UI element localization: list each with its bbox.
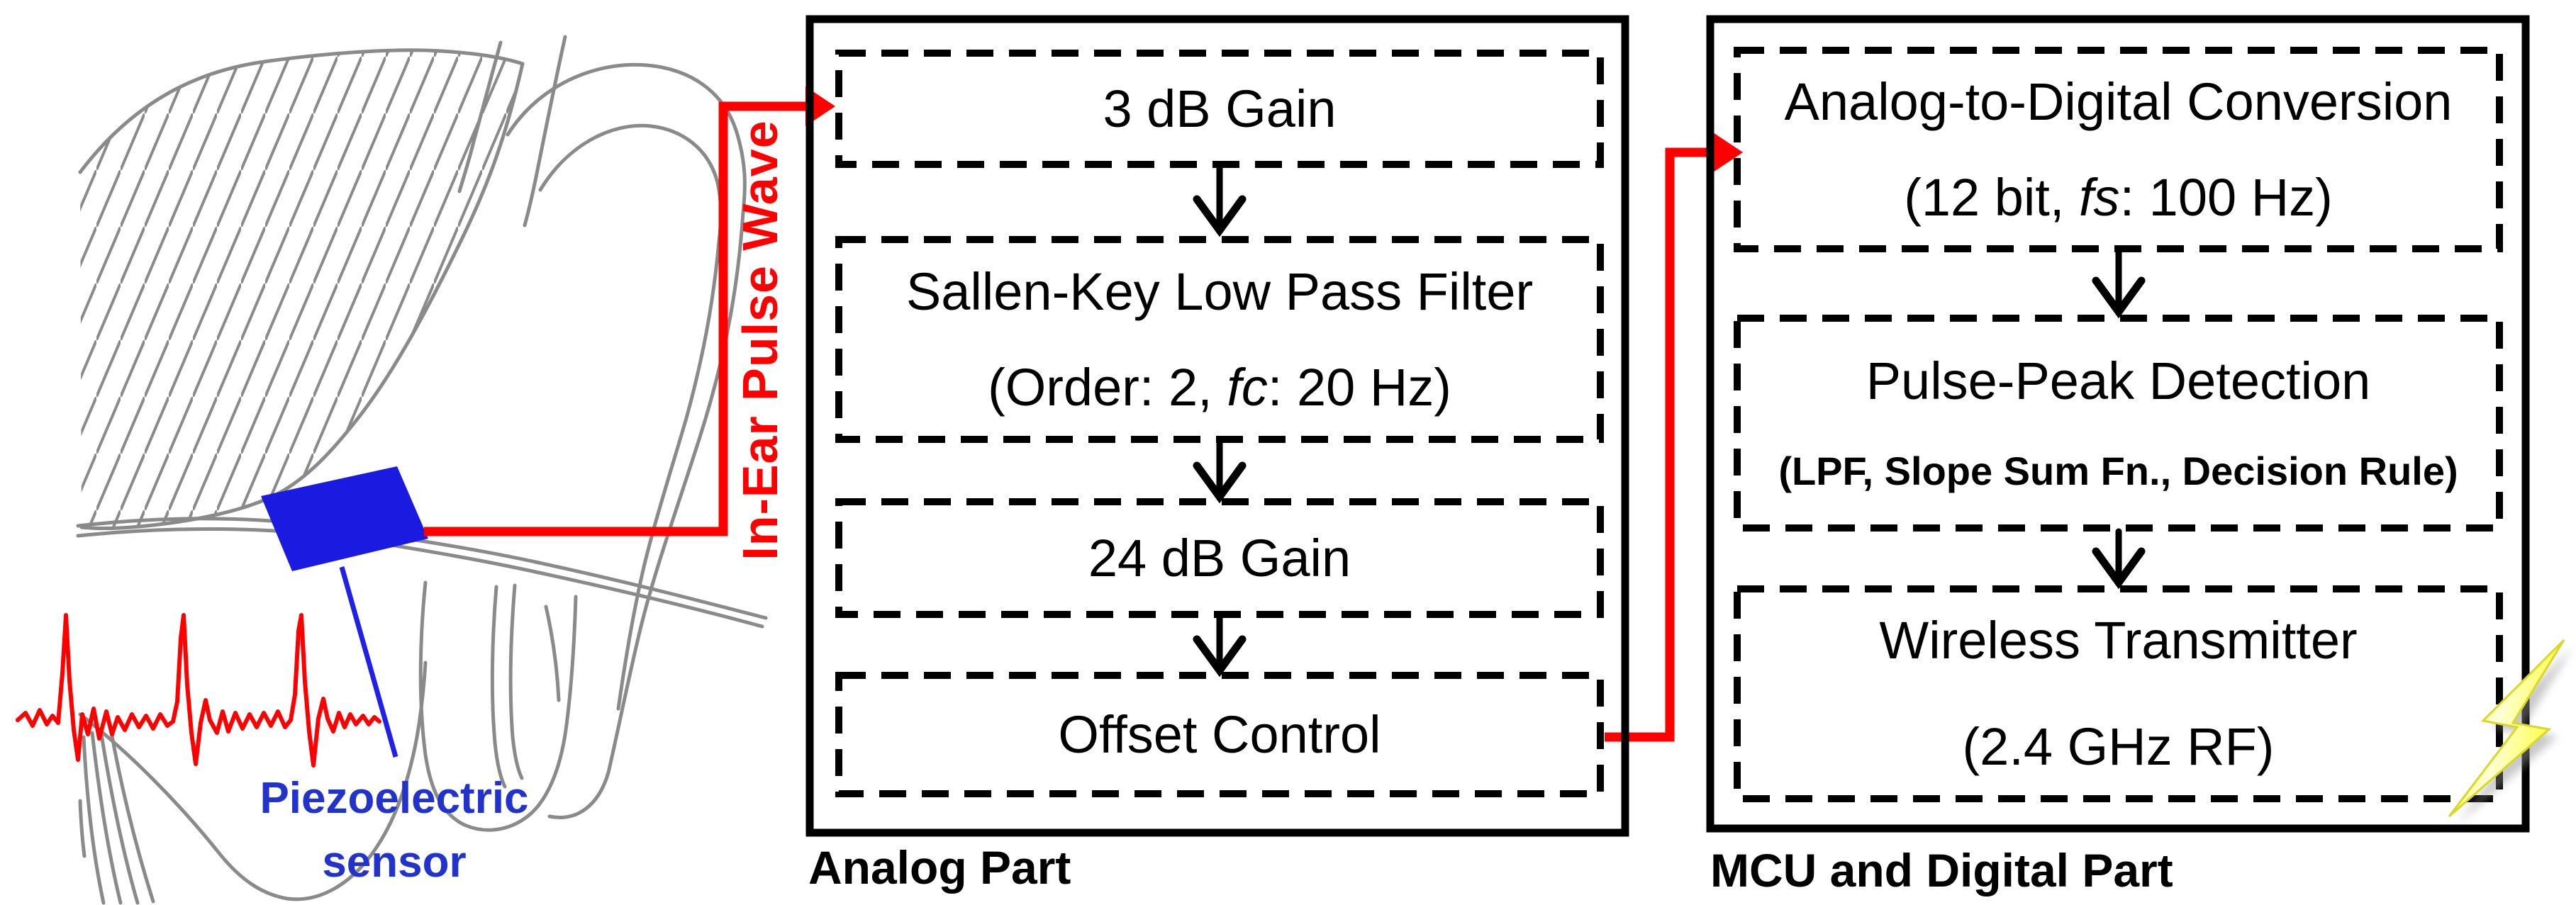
box-sublabel: (LPF, Slope Sum Fn., Decision Rule) [1778,448,2458,493]
mcu-box-wireless-transmitter: Wireless Transmitter (2.4 GHz RF) [1734,585,2503,802]
mcu-flow-arrows [2092,249,2146,590]
offset-box-outline [835,672,1604,797]
skull-hatch-region [80,50,523,529]
lightning-bolt-icon [2448,639,2572,824]
analog-box-sallen-key-lpf: Sallen-Key Low Pass Filter (Order: 2, fc… [835,236,1604,443]
piezoelectric-sensor-label: Piezoelectric sensor [260,767,528,894]
box-label: Offset Control [1058,705,1381,764]
peak-box-outline [1734,315,2503,532]
sub-post: : 20 Hz) [1267,358,1451,417]
connector-arrowhead-mcu [1713,133,1743,172]
piezo-label-line1: Piezoelectric [260,774,529,823]
mcu-box-outlines [1734,47,2503,802]
analog-box-24db-gain: 24 dB Gain [835,498,1604,618]
mcu-part-label: MCU and Digital Part [1710,844,2173,896]
box-label: 3 dB Gain [1103,79,1337,138]
piezo-sensor-shape [261,466,428,571]
sub-pre: (Order: 2, [988,358,1227,417]
adc-box-outline [1734,47,2503,252]
box-label: 24 dB Gain [1088,529,1351,588]
sub-italic: fc [1227,358,1268,417]
analog-box-3db-gain: 3 dB Gain [835,50,1604,168]
box-label: Wireless Transmitter [1879,611,2358,670]
sub-italic: fs [2079,168,2120,227]
sub-post: : 100 Hz) [2119,168,2333,227]
ear-cross-section-sketch [76,35,768,905]
in-ear-pulse-wave-label: In-Ear Pulse Wave [732,120,788,561]
gain24-box-outline [835,498,1604,618]
box-label: Sallen-Key Low Pass Filter [905,262,1534,321]
box-label: Pulse-Peak Detection [1866,351,2371,410]
gain3-box-outline [835,50,1604,168]
mcu-box-pulse-peak-detection: Pulse-Peak Detection (LPF, Slope Sum Fn.… [1734,315,2503,532]
box-sublabel: (Order: 2, fc: 20 Hz) [988,339,1451,435]
pulse-waveform [16,613,381,768]
analog-panel-outline [805,15,1629,837]
analog-box-offset-control: Offset Control [835,672,1604,797]
connector-sensor-to-analog [424,101,808,536]
box-label: Analog-to-Digital Conversion [1784,72,2453,131]
sensor-pointer-line [339,566,398,758]
connector-analog-to-mcu [1605,147,1716,742]
lpf-box-outline [835,236,1604,443]
analog-box-outlines [835,50,1604,797]
piezo-label-line2: sensor [322,838,467,887]
wireless-box-outline [1734,585,2503,802]
sub-pre: (12 bit, [1904,168,2079,227]
mcu-panel-outline [1706,15,2530,833]
box-sublabel: (12 bit, fs: 100 Hz) [1904,150,2333,245]
box-sublabel: (2.4 GHz RF) [1962,717,2275,776]
analog-flow-arrows [1193,164,1247,678]
analog-part-label: Analog Part [808,841,1071,894]
mcu-box-adc: Analog-to-Digital Conversion (12 bit, fs… [1734,47,2503,252]
